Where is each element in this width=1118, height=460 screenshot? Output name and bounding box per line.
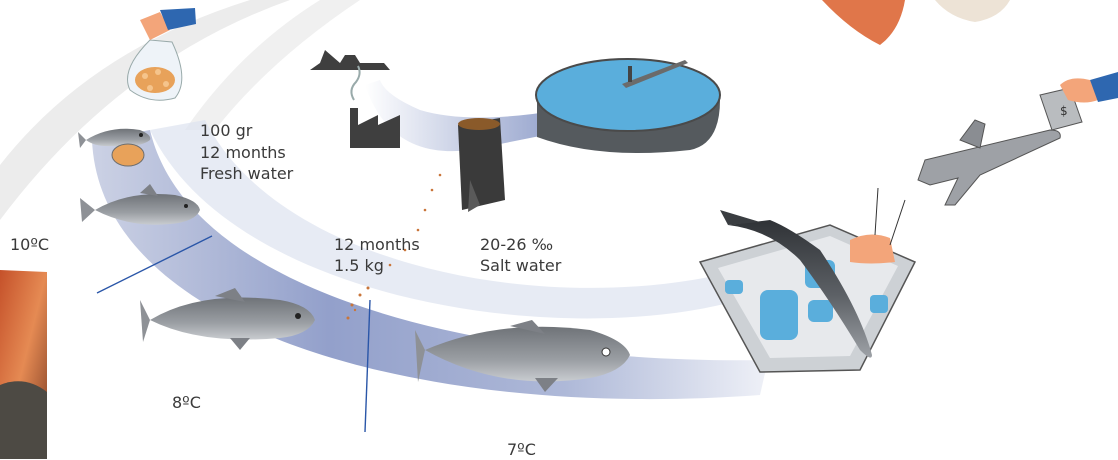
feed-sack-icon (458, 118, 505, 212)
temp-8c: 8ºC (172, 393, 201, 412)
adult-salmon-icon (415, 320, 630, 392)
salmon-fillet-photo (822, 0, 905, 45)
phase-divider (364, 299, 371, 433)
smolt-fish-icon (140, 288, 315, 350)
processing-tray-icon (698, 187, 917, 373)
salinity-medium: Salt water (480, 256, 562, 275)
sea-phase-weight: 1.5 kg (334, 256, 384, 275)
feed-plume (365, 80, 560, 152)
salinity-range: 20-26 ‰ (480, 235, 554, 254)
salmon-fillet-photo (935, 0, 1010, 22)
fishing-vessel-icon (310, 50, 390, 70)
background-arc (185, 0, 360, 130)
airplane-icon (917, 119, 1061, 206)
alevin-fish-icon (78, 128, 151, 167)
fresh-water-duration: 12 months (200, 143, 286, 162)
parr-fish-icon (80, 184, 200, 225)
fish-tank-icon (535, 58, 721, 154)
egg-bag-icon (127, 8, 196, 101)
temp-7c: 7ºC (507, 440, 536, 459)
sea-phase-duration: 12 months (334, 235, 420, 254)
salmon-skin-photo (0, 381, 47, 459)
lifecycle-band-upper (150, 120, 748, 319)
fresh-water-weight: 100 gr (200, 121, 253, 140)
svg-text:$: $ (1060, 104, 1068, 118)
payment-hand-icon: $ (1039, 72, 1118, 131)
temp-10c: 10ºC (10, 235, 50, 254)
background-arc (0, 0, 290, 220)
feed-particles (346, 173, 442, 320)
feed-factory-icon (350, 65, 400, 148)
fresh-water-medium: Fresh water (200, 164, 294, 183)
phase-divider (96, 235, 213, 294)
